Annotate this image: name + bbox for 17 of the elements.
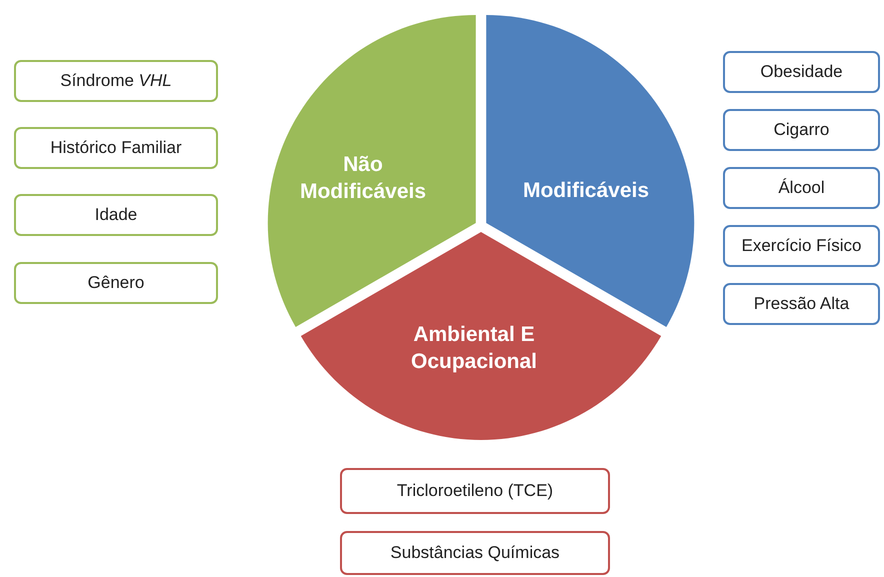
factor-box: Obesidade xyxy=(723,51,880,93)
factor-box: Tricloroetileno (TCE) xyxy=(340,468,610,514)
factor-box: Álcool xyxy=(723,167,880,209)
factor-box: Histórico Familiar xyxy=(14,127,218,169)
factor-box: Gênero xyxy=(14,262,218,304)
sector-label: Não Modificáveis xyxy=(300,152,426,205)
pie-sector xyxy=(268,15,476,327)
factor-box: Exercício Físico xyxy=(723,225,880,267)
sector-label: Modificáveis xyxy=(522,178,650,204)
factor-box: Substâncias Químicas xyxy=(340,531,610,575)
sector-label: Ambiental E Ocupacional xyxy=(410,322,538,375)
factor-box: Pressão Alta xyxy=(723,283,880,325)
pie-sector xyxy=(486,15,694,327)
factor-box: Idade xyxy=(14,194,218,236)
pie-sector xyxy=(300,232,662,440)
factor-box: Síndrome VHL xyxy=(14,60,218,102)
factor-box: Cigarro xyxy=(723,109,880,151)
